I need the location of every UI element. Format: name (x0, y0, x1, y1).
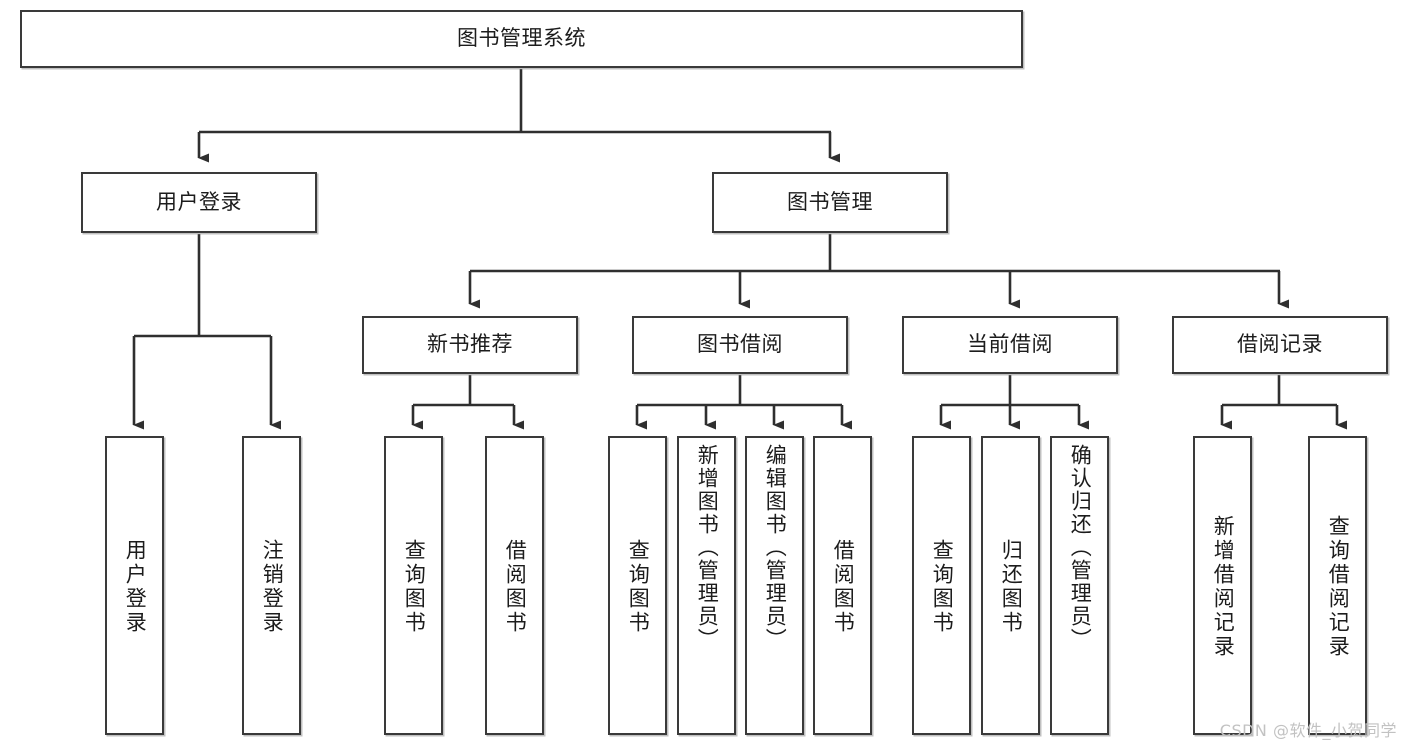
node-label: 编辑图书（管理员） (763, 444, 788, 651)
node-book-management[interactable]: 图书管理 (712, 172, 948, 233)
node-label: 用户登录 (156, 189, 242, 214)
node-label: 当前借阅 (967, 332, 1053, 357)
node-label: 确认归还（管理员） (1068, 444, 1093, 651)
node-borrowing-records[interactable]: 借阅记录 (1172, 316, 1388, 374)
node-label: 查询借阅记录 (1326, 514, 1351, 659)
leaf-new-book-borrow-books[interactable]: 借阅图书 (485, 436, 544, 735)
leaf-book-borrow-borrow-books[interactable]: 借阅图书 (813, 436, 872, 735)
node-label: 借阅记录 (1237, 332, 1323, 357)
node-label: 用户登录 (123, 538, 148, 635)
node-new-book-recommendation[interactable]: 新书推荐 (362, 316, 578, 374)
node-label: 新增图书（管理员） (695, 444, 720, 651)
node-label: 注销登录 (260, 538, 285, 635)
leaf-book-borrow-add-book-admin[interactable]: 新增图书（管理员） (677, 436, 736, 735)
node-label: 图书管理系统 (457, 26, 586, 51)
node-label: 归还图书 (999, 538, 1024, 635)
node-label: 查询图书 (402, 538, 427, 635)
node-user-login[interactable]: 用户登录 (81, 172, 317, 233)
csdn-watermark: CSDN @软件_小贺同学 (1219, 721, 1397, 740)
leaf-borrow-record-add-record[interactable]: 新增借阅记录 (1193, 436, 1252, 735)
leaf-user-login-login[interactable]: 用户登录 (105, 436, 164, 735)
node-label: 图书管理 (787, 189, 873, 214)
leaf-current-borrow-confirm-return-admin[interactable]: 确认归还（管理员） (1050, 436, 1109, 735)
node-label: 查询图书 (930, 538, 955, 635)
leaf-borrow-record-query-record[interactable]: 查询借阅记录 (1308, 436, 1367, 735)
node-label: 借阅图书 (503, 538, 528, 635)
leaf-user-login-logout[interactable]: 注销登录 (242, 436, 301, 735)
node-label: 查询图书 (626, 538, 651, 635)
node-label: 新增借阅记录 (1211, 514, 1236, 659)
node-label: 图书借阅 (697, 332, 783, 357)
leaf-current-borrow-query-books[interactable]: 查询图书 (912, 436, 971, 735)
node-label: 借阅图书 (831, 538, 856, 635)
leaf-book-borrow-query-books[interactable]: 查询图书 (608, 436, 667, 735)
leaf-current-borrow-return-books[interactable]: 归还图书 (981, 436, 1040, 735)
node-book-borrowing[interactable]: 图书借阅 (632, 316, 848, 374)
node-label: 新书推荐 (427, 332, 513, 357)
leaf-book-borrow-edit-book-admin[interactable]: 编辑图书（管理员） (745, 436, 804, 735)
node-current-borrowing[interactable]: 当前借阅 (902, 316, 1118, 374)
node-root-book-management-system[interactable]: 图书管理系统 (20, 10, 1023, 68)
leaf-new-book-query-books[interactable]: 查询图书 (384, 436, 443, 735)
